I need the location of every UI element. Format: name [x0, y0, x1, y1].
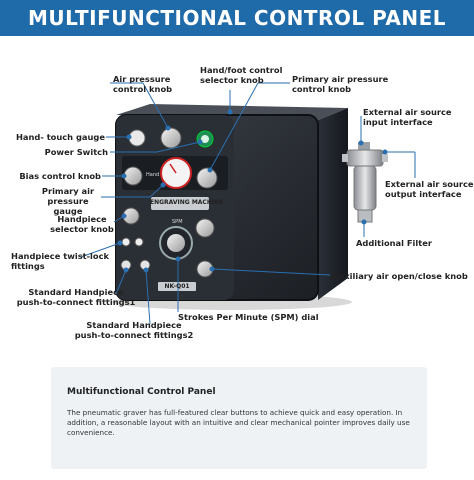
label-primary-air-pressure-control-knob: Primary air pressure control knob: [292, 74, 389, 94]
air-pressure-knob-shape: [160, 127, 182, 149]
filter-head: [346, 149, 384, 167]
label-auxiliary-air-knob: Auxiliary air open/close knob: [332, 271, 468, 281]
engraving-machine-illustration: [80, 82, 416, 325]
info-panel: Multifunctional Control Panel The pneuma…: [51, 367, 427, 469]
title-banner: MULTIFUNCTIONAL CONTROL PANEL: [0, 0, 474, 36]
model-badge: [151, 197, 209, 210]
info-title: Multifunctional Control Panel: [67, 387, 216, 397]
label-handpiece-selector-knob: Handpiece selector knob: [50, 214, 114, 234]
label-hand-foot-selector-knob: Hand/foot control selector knob: [200, 65, 283, 85]
label-external-air-output: External air source output interface: [385, 179, 474, 199]
product-diagram: Hand ENGRAVING MACHINE SPM NK-Q01 Air pr…: [0, 36, 474, 360]
info-body: The pneumatic graver has full-featured c…: [67, 408, 410, 437]
label-external-air-input: External air source input interface: [363, 107, 452, 127]
hand-gauge-caption: Hand: [146, 172, 160, 178]
label-push-fittings-1: Standard Handpiece push-to-connect fitti…: [16, 287, 136, 307]
page-title: MULTIFUNCTIONAL CONTROL PANEL: [27, 6, 447, 30]
side-knob-shape: [195, 218, 215, 238]
label-hand-touch-gauge: Hand- touch gauge: [15, 132, 105, 142]
model-code-text: NK-Q01: [164, 283, 190, 290]
primary-pressure-knob-shape: [196, 167, 218, 189]
label-air-pressure-control-knob: Air pressure control knob: [113, 74, 173, 94]
hand-touch-gauge-shape: [128, 129, 146, 147]
leader-lines: [80, 82, 416, 325]
label-handpiece-twist-lock: Handpiece twist-lock fittings: [11, 251, 110, 271]
bias-knob-shape: [123, 166, 143, 186]
label-additional-filter: Additional Filter: [356, 238, 432, 248]
label-bias-control-knob: Bias control knob: [19, 171, 101, 181]
label-push-fittings-2: Standard Handpiece push-to-connect fitti…: [74, 320, 194, 340]
filter-bowl: [353, 165, 377, 211]
spm-caption: SPM: [172, 219, 183, 225]
model-badge-text: ENGRAVING MACHINE: [150, 199, 224, 206]
label-spm-dial: Strokes Per Minute (SPM) dial: [178, 312, 319, 322]
device-side-face: [318, 108, 348, 300]
model-code-plate: [158, 282, 196, 291]
label-primary-air-pressure-gauge: Primary air pressure gauge: [41, 186, 95, 216]
label-power-switch: Power Switch: [44, 147, 108, 157]
